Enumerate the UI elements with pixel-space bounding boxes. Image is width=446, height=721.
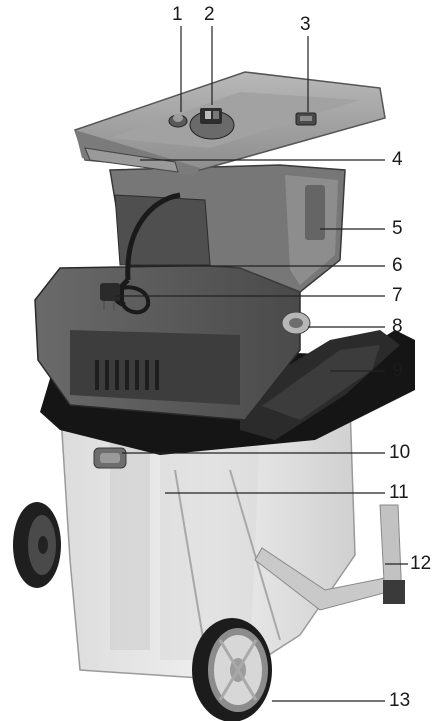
callout-10: 10 xyxy=(389,442,411,463)
callout-1: 1 xyxy=(172,4,183,25)
locking-screw xyxy=(295,112,317,126)
bin-latch xyxy=(93,447,127,469)
callout-6: 6 xyxy=(392,255,403,276)
collection-bin xyxy=(59,399,356,681)
overload-switch xyxy=(168,114,188,128)
callout-13: 13 xyxy=(389,690,411,711)
motor-housing xyxy=(34,264,311,421)
callout-3: 3 xyxy=(300,14,311,35)
vent-slots xyxy=(95,360,159,390)
adjustment-knob xyxy=(281,311,311,335)
callout-4: 4 xyxy=(392,149,403,170)
chassis-frame xyxy=(254,504,405,611)
on-off-switch xyxy=(189,108,235,140)
carry-handle xyxy=(84,147,179,173)
callout-12: 12 xyxy=(410,553,432,574)
front-wheel xyxy=(192,618,272,721)
rear-wheel xyxy=(13,502,61,588)
callout-5: 5 xyxy=(392,218,403,239)
callout-11: 11 xyxy=(389,482,409,503)
leader-lines xyxy=(115,26,408,702)
callout-2: 2 xyxy=(204,4,215,25)
callout-9: 9 xyxy=(392,360,403,381)
callout-8: 8 xyxy=(392,316,403,337)
callout-7: 7 xyxy=(392,285,403,306)
